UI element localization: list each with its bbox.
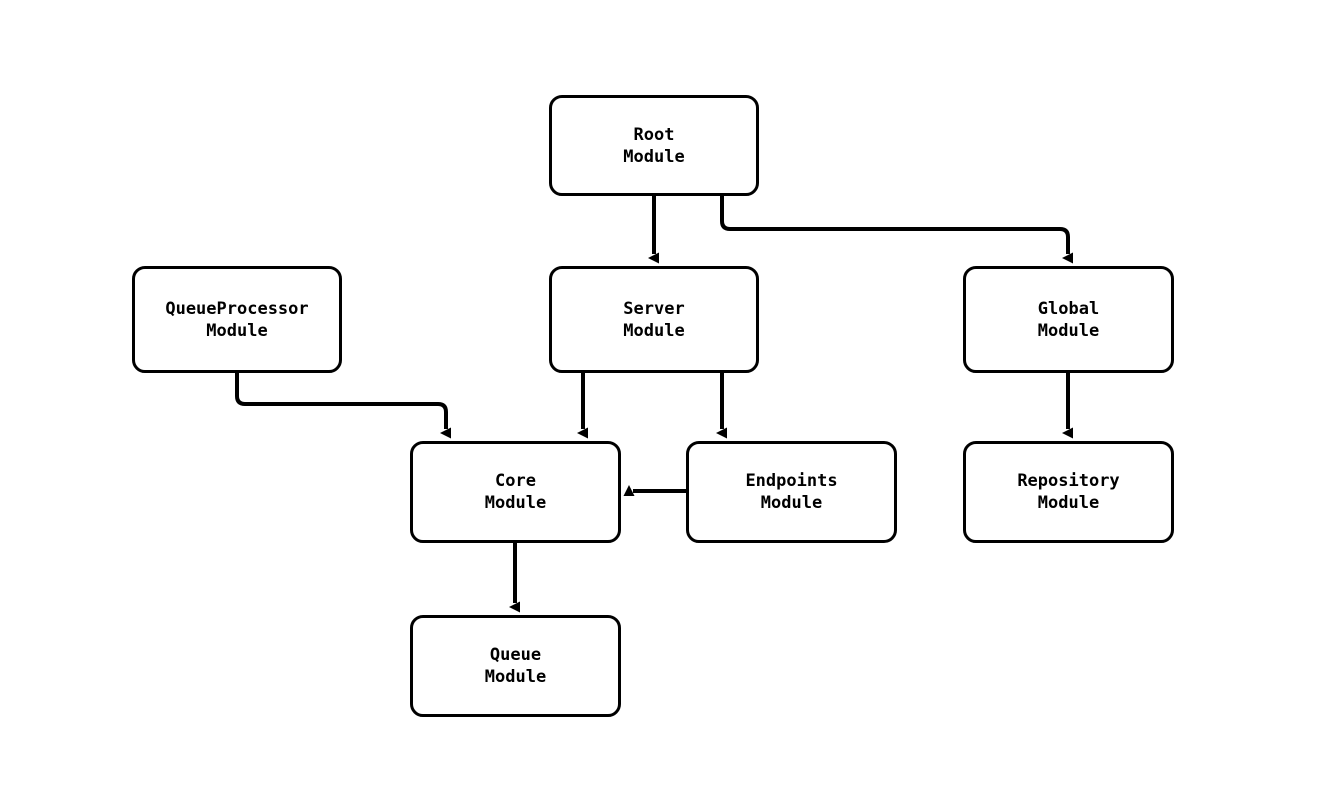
node-queueprocessor-module[interactable]: QueueProcessor Module <box>132 266 342 373</box>
node-root-module-label-line1: Root <box>633 124 675 145</box>
node-queue-module-label-line1: Queue <box>489 645 542 665</box>
edge-queueprocessor-to-core <box>235 373 451 439</box>
edges-group <box>235 196 1073 613</box>
edge-root-to-global <box>720 196 1073 264</box>
node-server-module-label-line2: Module <box>623 320 685 341</box>
node-repository-module-label-line2: Module <box>1037 493 1100 513</box>
node-global-module-label-line2: Module <box>1037 320 1100 341</box>
node-queue-module[interactable]: Queue Module <box>410 615 621 717</box>
node-core-module-label-line2: Module <box>484 493 547 513</box>
node-queue-module-label-line2: Module <box>484 667 547 687</box>
node-queueprocessor-module-label-line2: Module <box>206 320 268 341</box>
node-endpoints-module[interactable]: Endpoints Module <box>686 441 897 543</box>
node-core-module[interactable]: Core Module <box>410 441 621 543</box>
node-server-module-label-line1: Server <box>623 298 685 319</box>
node-global-module-label-line1: Global <box>1037 298 1100 319</box>
node-root-module-label-line2: Module <box>623 146 685 167</box>
node-global-module[interactable]: Global Module <box>963 266 1174 373</box>
node-root-module[interactable]: Root Module <box>549 95 759 196</box>
node-endpoints-module-label-line2: Module <box>760 493 823 513</box>
node-server-module[interactable]: Server Module <box>549 266 759 373</box>
node-queueprocessor-module-label-line1: QueueProcessor <box>165 298 309 319</box>
node-repository-module-label-line1: Repository <box>1017 471 1120 491</box>
node-endpoints-module-label-line1: Endpoints <box>745 471 838 491</box>
node-repository-module[interactable]: Repository Module <box>963 441 1174 543</box>
node-core-module-label-line1: Core <box>495 471 536 491</box>
